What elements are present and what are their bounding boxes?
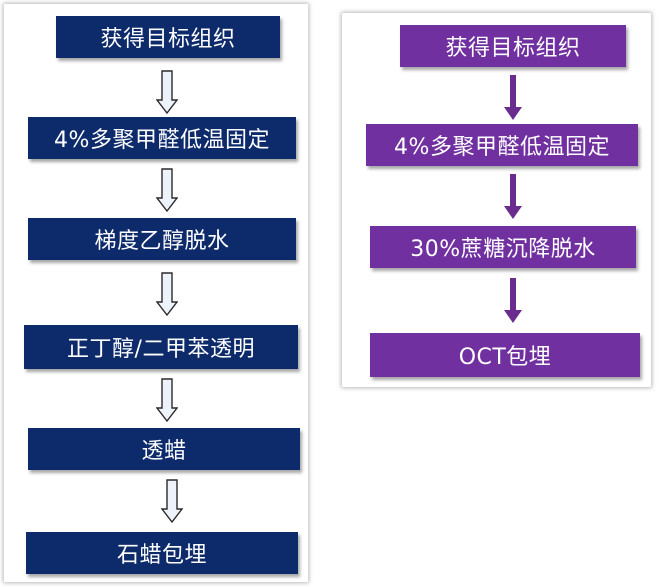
left-step-5: 透蜡 [28, 428, 300, 470]
right-step-3: 30%蔗糖沉降脱水 [370, 226, 636, 268]
right-flow-panel: 获得目标组织 4%多聚甲醛低温固定 30%蔗糖沉降脱水 OCT包埋 [342, 13, 651, 387]
left-step-3: 梯度乙醇脱水 [28, 218, 296, 260]
left-arrow-5-icon [161, 479, 183, 523]
right-step-4: OCT包埋 [370, 333, 640, 377]
right-arrow-2-icon [503, 174, 523, 220]
left-step-1: 获得目标组织 [56, 16, 280, 58]
left-step-4: 正丁醇/二甲苯透明 [24, 325, 298, 369]
right-arrow-1-icon [503, 75, 523, 121]
left-arrow-3-icon [156, 272, 178, 316]
left-step-2: 4%多聚甲醛低温固定 [28, 117, 296, 159]
right-step-2: 4%多聚甲醛低温固定 [366, 124, 638, 166]
right-step-1: 获得目标组织 [400, 25, 626, 67]
left-arrow-4-icon [156, 378, 178, 422]
left-step-6: 石蜡包埋 [26, 532, 298, 574]
left-arrow-1-icon [156, 70, 178, 114]
right-arrow-3-icon [503, 278, 523, 324]
left-flow-panel: 获得目标组织 4%多聚甲醛低温固定 梯度乙醇脱水 正丁醇/二甲苯透明 透蜡 石蜡… [4, 4, 308, 582]
left-arrow-2-icon [156, 168, 178, 212]
